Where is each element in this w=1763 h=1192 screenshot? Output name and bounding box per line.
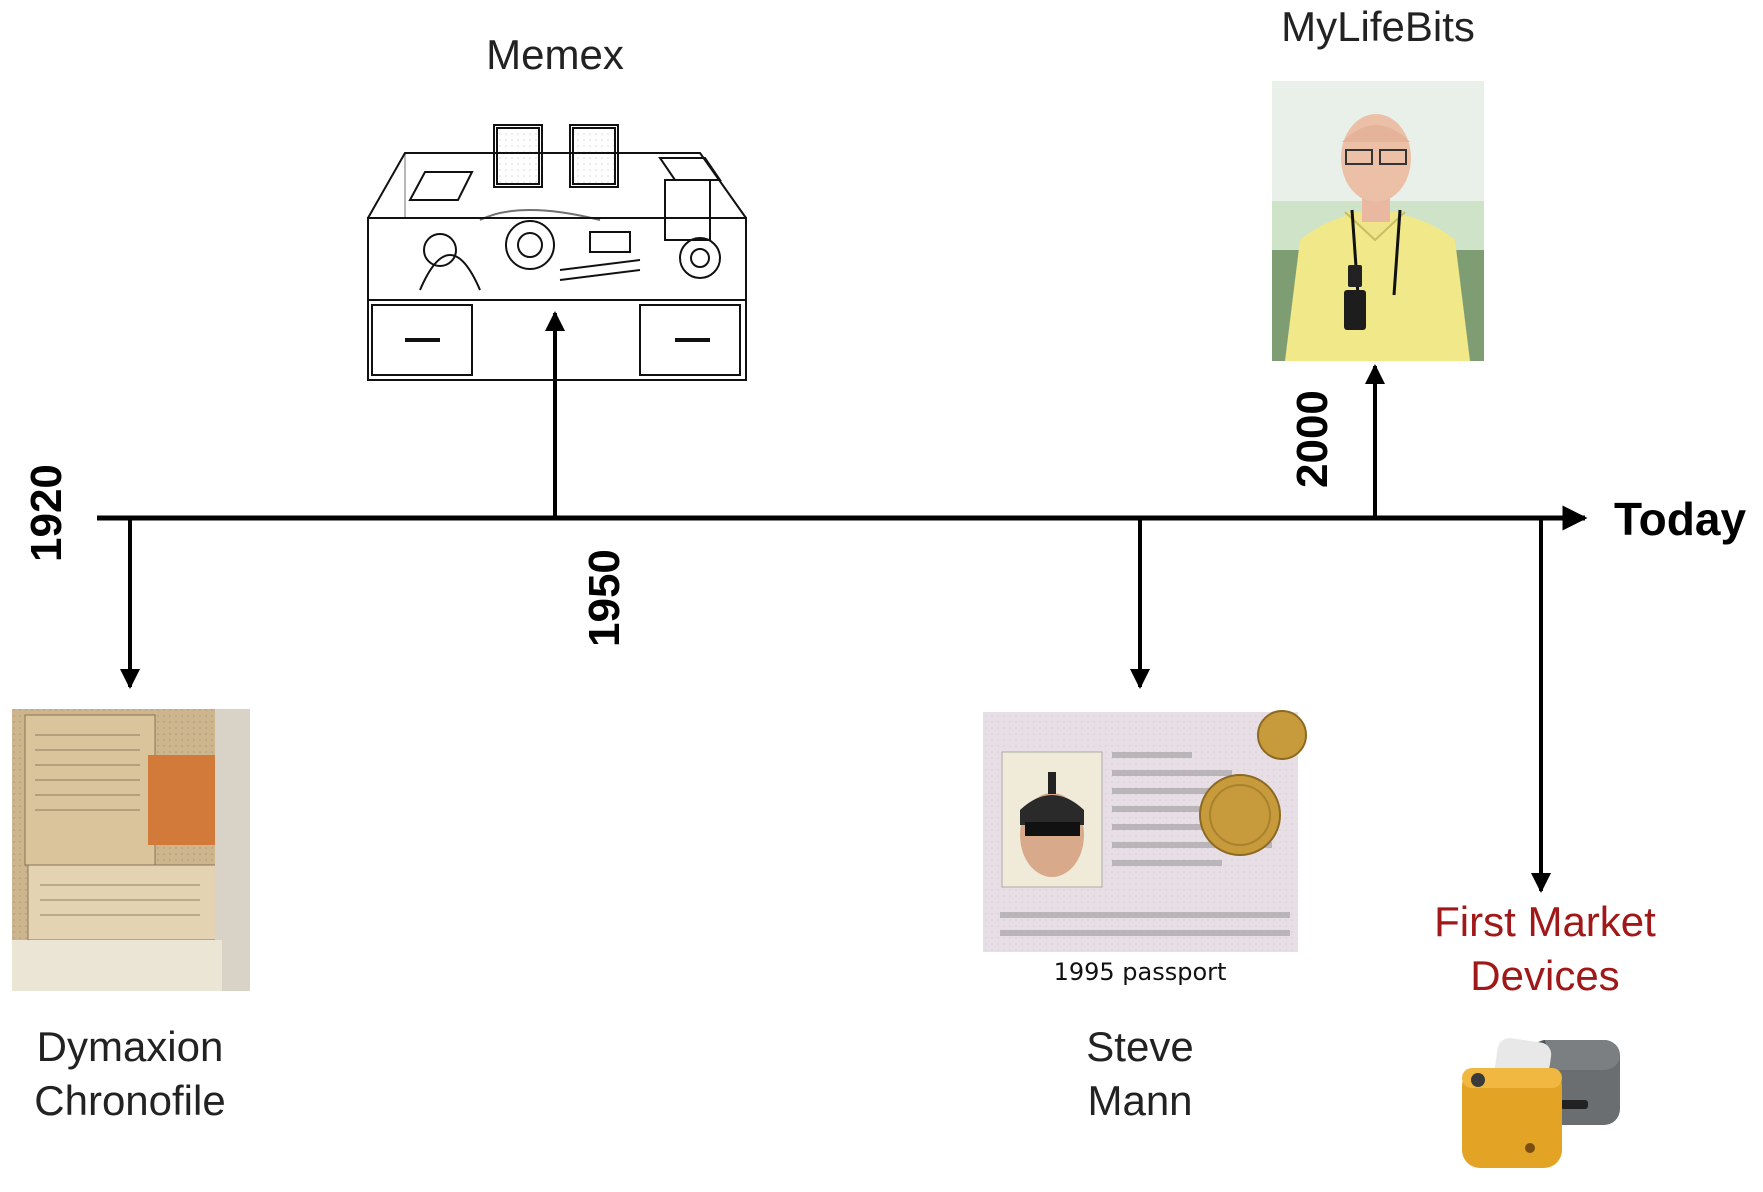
market-devices-title-line2: Devices: [1470, 952, 1620, 999]
dymaxion-image: [12, 709, 250, 991]
steve-mann-title: Steve Mann: [1040, 1020, 1240, 1128]
year-label-2000: 2000: [1288, 390, 1337, 488]
year-label-1950: 1950: [580, 549, 629, 647]
dymaxion-title-line2: Chronofile: [34, 1077, 226, 1124]
mylifebits-image: [1272, 81, 1484, 361]
passport-caption: 1995 passport: [1053, 958, 1227, 986]
steve-mann-image: [983, 710, 1307, 952]
dymaxion-title: Dymaxion Chronofile: [0, 1020, 260, 1128]
memex-title: Memex: [486, 31, 624, 78]
dymaxion-title-line1: Dymaxion: [36, 1023, 224, 1070]
market-devices-image: [1462, 1038, 1620, 1168]
memex-image: [367, 124, 747, 381]
mylifebits-title: MyLifeBits: [1281, 3, 1475, 50]
market-devices-title-line1: First Market: [1434, 898, 1656, 945]
steve-mann-title-line1: Steve: [1086, 1023, 1194, 1070]
year-label-1920: 1920: [22, 464, 71, 562]
steve-mann-title-line2: Mann: [1087, 1077, 1193, 1124]
market-devices-title: First Market Devices: [1400, 895, 1690, 1003]
timeline-end-label: Today: [1614, 493, 1747, 545]
